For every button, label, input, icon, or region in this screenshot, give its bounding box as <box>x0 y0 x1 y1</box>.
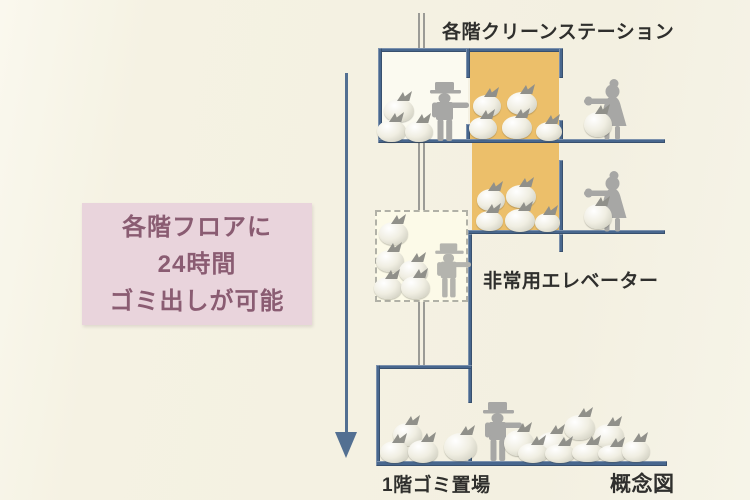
man-silhouette <box>435 243 471 297</box>
garbage-bag-icon <box>536 122 562 141</box>
wall-segment <box>559 160 563 234</box>
wall-segment <box>378 48 382 143</box>
garbage-bag-icon <box>505 209 535 232</box>
callout-line-1: 各階フロアに <box>122 213 272 241</box>
label-clean-station: 各階クリーンステーション <box>442 22 675 43</box>
label-ground-garbage: 1階ゴミ置場 <box>382 475 491 496</box>
wall-segment <box>466 124 470 143</box>
callout-line-3: ゴミ出しが可能 <box>109 287 285 315</box>
garbage-bag-icon <box>572 443 603 462</box>
wall-segment <box>559 48 563 78</box>
garbage-bag-icon <box>374 277 402 299</box>
garbage-bag-icon <box>564 415 595 440</box>
garbage-bag-icon <box>622 440 650 462</box>
callout-24h-garbage: 各階フロアに 24時間 ゴミ出しが可能 <box>82 203 312 325</box>
wall-segment <box>466 48 470 78</box>
garbage-bag-icon <box>535 213 560 232</box>
garbage-bag-icon <box>598 445 627 462</box>
garbage-bag-icon <box>584 112 612 137</box>
trash-chute-segment <box>418 302 425 366</box>
garbage-bag-icon <box>476 211 503 231</box>
garbage-bag-icon <box>379 222 408 245</box>
ground-floor-line <box>376 461 667 466</box>
label-diagram-type: 概念図 <box>610 473 675 496</box>
garbage-bag-icon <box>401 276 430 299</box>
label-emergency-elevator: 非常用エレベーター <box>483 271 659 292</box>
elevator-shaft-wall <box>468 234 472 403</box>
callout-line-2: 24時間 <box>157 250 237 278</box>
floor-line-lower <box>468 230 665 234</box>
wall-segment <box>376 365 472 369</box>
trash-chute-segment <box>418 13 425 49</box>
garbage-bag-icon <box>377 120 406 142</box>
garbage-bag-icon <box>384 99 414 122</box>
garbage-bag-icon <box>584 204 612 229</box>
down-arrow-head-icon <box>335 432 357 458</box>
elevator-staff-figure-icon <box>427 238 471 300</box>
garbage-bag-icon <box>444 433 477 461</box>
man-silhouette <box>430 82 469 141</box>
garbage-bag-icon <box>469 117 497 139</box>
garbage-bag-icon <box>380 441 409 463</box>
garbage-bag-icon <box>405 121 433 142</box>
garbage-bag-icon <box>545 444 575 463</box>
garbage-bag-icon <box>376 250 404 272</box>
garbage-bag-icon <box>502 116 532 139</box>
floor-line-upper <box>378 139 665 143</box>
wall-segment <box>376 365 380 465</box>
garbage-bag-icon <box>506 185 536 208</box>
wall-segment <box>559 234 563 252</box>
garbage-bag-icon <box>518 443 548 463</box>
down-arrow-line <box>345 73 348 432</box>
trash-chute-segment <box>418 143 425 210</box>
garbage-bag-icon <box>408 440 438 463</box>
wall-segment <box>378 48 563 52</box>
